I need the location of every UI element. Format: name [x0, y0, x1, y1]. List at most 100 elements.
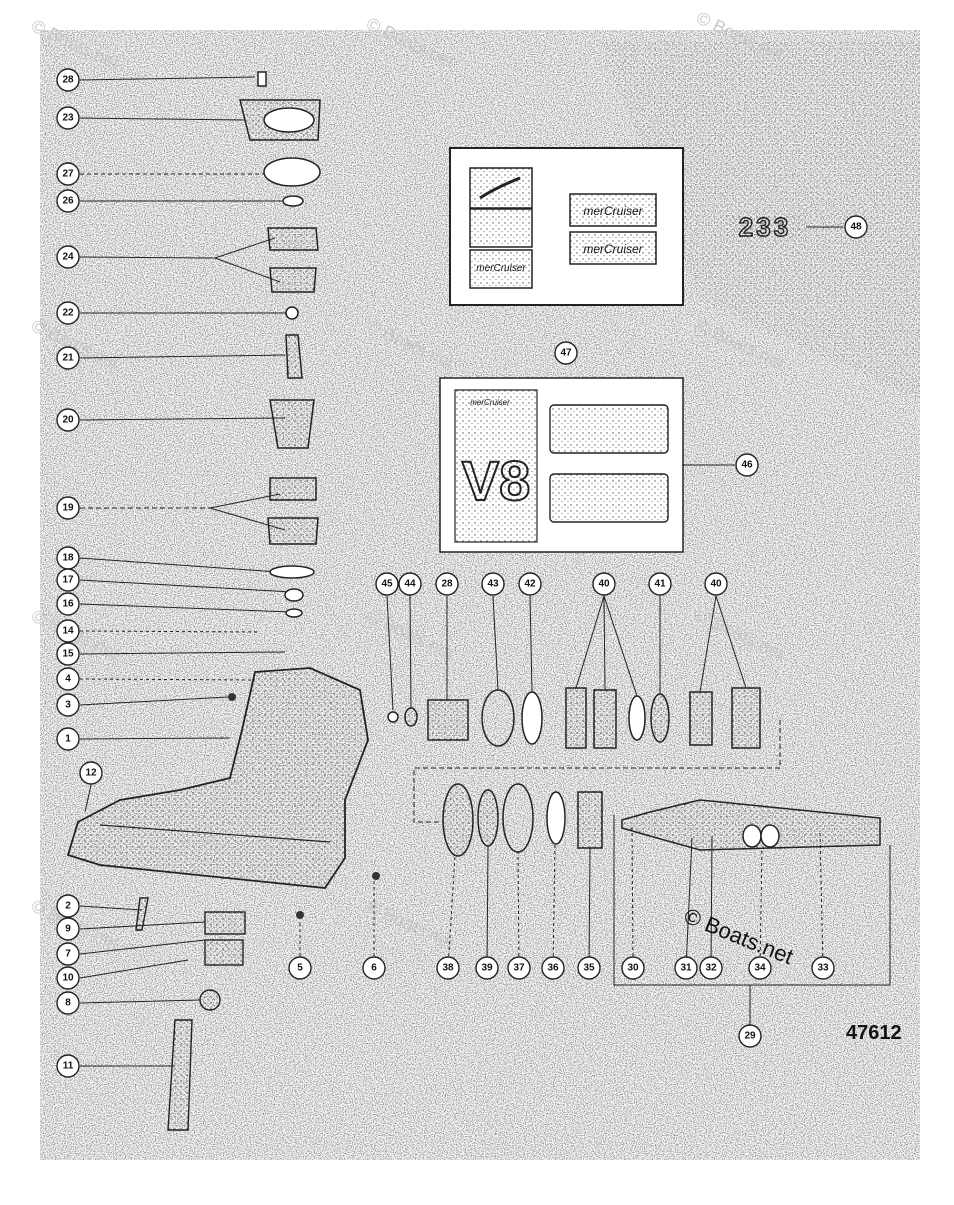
trim-tab — [167, 1019, 193, 1131]
callout-circle — [56, 346, 80, 370]
bearing-cup — [650, 693, 670, 743]
callout-37: 37 — [507, 956, 531, 980]
callout-circle — [699, 956, 723, 980]
callout-bubbles: 2823272624222120191817161415431122971081… — [56, 68, 868, 1078]
bearing-cup — [267, 227, 319, 251]
callout-label: 17 — [62, 575, 74, 586]
callout-circle — [674, 956, 698, 980]
callout-24: 24 — [56, 245, 80, 269]
forward-gear — [593, 689, 617, 749]
callout-circle — [844, 215, 868, 239]
callout-label: 1 — [65, 734, 71, 745]
callout-label: 47 — [560, 348, 572, 359]
callout-circle — [56, 106, 80, 130]
callout-label: 24 — [62, 252, 74, 263]
callout-label: 7 — [65, 949, 71, 960]
plate — [204, 911, 246, 935]
drive-shaft-stack — [239, 71, 321, 618]
washer — [387, 711, 399, 723]
callout-circle — [56, 991, 80, 1015]
brand-decal-text: merCruiser — [476, 263, 526, 274]
callout-10: 10 — [56, 966, 80, 990]
callout-32: 32 — [699, 956, 723, 980]
callout-label: 20 — [62, 415, 74, 426]
brand-decal-text: merCruiser — [583, 204, 643, 218]
pin — [742, 824, 762, 848]
callout-26: 26 — [56, 189, 80, 213]
callout-label: 22 — [62, 308, 74, 319]
callout-circle — [811, 956, 835, 980]
callout-circle — [56, 189, 80, 213]
callout-circle — [56, 162, 80, 186]
callout-44: 44 — [398, 572, 422, 596]
callout-circle — [621, 956, 645, 980]
callout-circle — [735, 453, 759, 477]
callout-21: 21 — [56, 346, 80, 370]
callout-label: 37 — [513, 963, 525, 974]
callout-label: 3 — [65, 700, 71, 711]
callout-label: 12 — [85, 768, 97, 779]
bearing — [565, 687, 587, 749]
callout-label: 41 — [654, 579, 666, 590]
callout-circle — [56, 408, 80, 432]
callout-circle — [56, 693, 80, 717]
callout-circle — [518, 572, 542, 596]
clutch — [628, 695, 646, 741]
callout-41: 41 — [648, 572, 672, 596]
callout-circle — [56, 917, 80, 941]
callout-label: 31 — [680, 963, 692, 974]
callout-label: 14 — [62, 626, 74, 637]
callout-label: 19 — [62, 503, 74, 514]
o-ring — [263, 157, 321, 187]
bearing-cone — [269, 267, 317, 293]
callout-35: 35 — [577, 956, 601, 980]
callout-label: 35 — [583, 963, 595, 974]
callout-12: 12 — [79, 761, 103, 785]
callout-label: 16 — [62, 599, 74, 610]
callout-circle — [56, 642, 80, 666]
callout-label: 44 — [404, 579, 416, 590]
callout-39: 39 — [475, 956, 499, 980]
callout-circle — [288, 956, 312, 980]
callout-label: 8 — [65, 998, 71, 1009]
callout-circle — [79, 761, 103, 785]
callout-circle — [648, 572, 672, 596]
callout-29: 29 — [738, 1024, 762, 1048]
callout-circle — [436, 956, 460, 980]
shaft-leaders — [386, 595, 824, 969]
decal-tile — [469, 249, 533, 289]
callout-circle — [56, 942, 80, 966]
decal-set-46: merCruiser V8 — [439, 377, 735, 553]
callout-8: 8 — [56, 991, 80, 1015]
callout-circle — [704, 572, 728, 596]
bearing-lower-cone — [269, 477, 317, 501]
callout-label: 6 — [371, 963, 377, 974]
nut — [284, 588, 304, 602]
gear-housing — [66, 667, 380, 919]
v8-decal — [454, 389, 538, 543]
callout-45: 45 — [375, 572, 399, 596]
callout-40: 40 — [704, 572, 728, 596]
callout-7: 7 — [56, 942, 80, 966]
callout-11: 11 — [56, 1054, 80, 1078]
decal-stripe — [549, 404, 669, 454]
shim — [282, 195, 304, 207]
v8-mark: V8 — [462, 449, 531, 512]
callout-33: 33 — [811, 956, 835, 980]
callout-circle — [56, 667, 80, 691]
callout-19: 19 — [56, 496, 80, 520]
plate — [204, 939, 244, 966]
decal-tile — [469, 167, 533, 209]
callout-label: 48 — [850, 222, 862, 233]
callout-label: 45 — [381, 579, 393, 590]
callout-circle — [375, 572, 399, 596]
callout-27: 27 — [56, 162, 80, 186]
callout-6: 6 — [362, 956, 386, 980]
callout-circle — [56, 894, 80, 918]
callout-circle — [554, 341, 578, 365]
callout-label: 33 — [817, 963, 829, 974]
shim — [546, 791, 566, 845]
callout-label: 43 — [487, 579, 499, 590]
washer — [285, 608, 303, 618]
